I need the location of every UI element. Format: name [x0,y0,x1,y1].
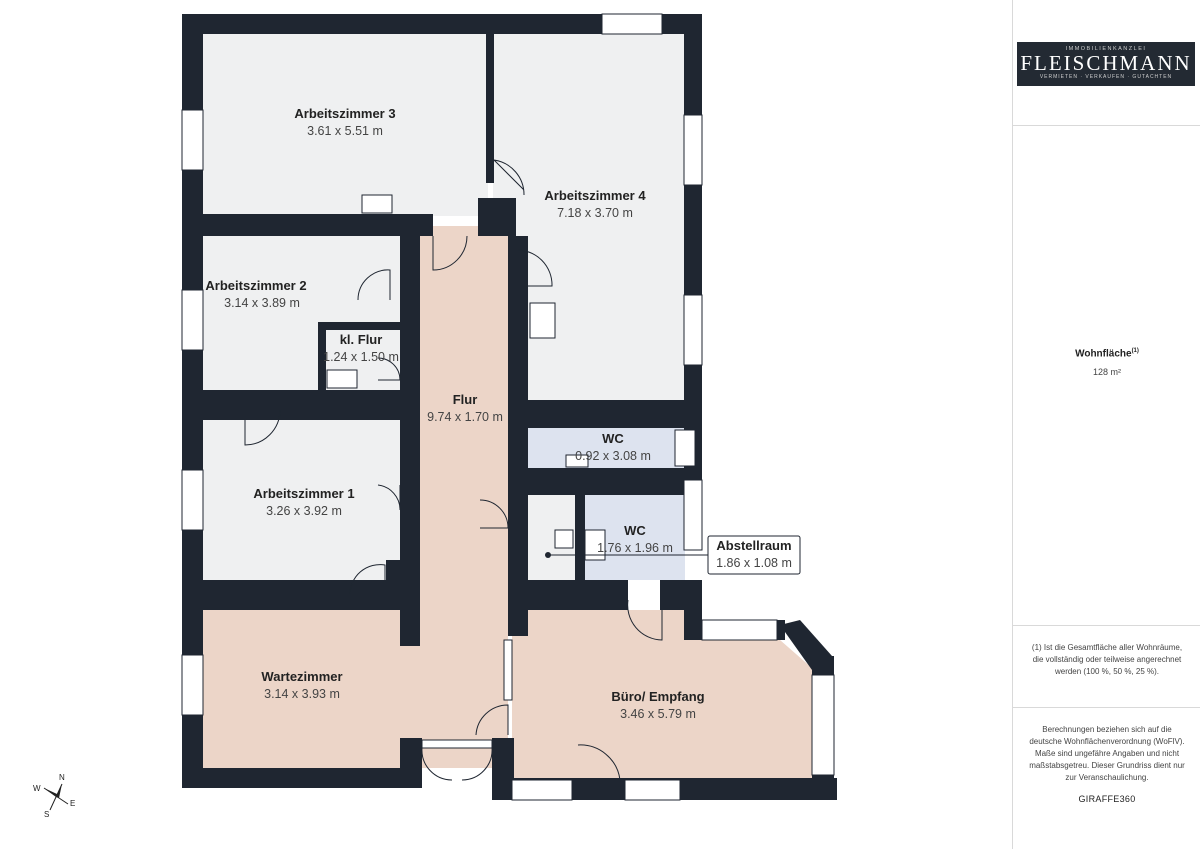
room-size-kl-flur: 1.24 x 1.50 m [323,350,399,364]
room-size-arbeitszimmer-4: 7.18 x 3.70 m [557,206,633,220]
sink [529,302,556,339]
company-logo: IMMOBILIENKANZLEI FLEISCHMANN VERMIETEN … [1017,42,1195,86]
sink-kl-flur [326,369,358,389]
room-name-arbeitszimmer-4: Arbeitszimmer 4 [544,188,646,203]
room-name-wc-1: WC [602,431,624,446]
room-size-wc-2: 1.76 x 1.96 m [597,541,673,555]
doors [244,159,663,781]
toilet-wc-1 [674,429,696,467]
room-size-arbeitszimmer-3: 3.61 x 5.51 m [307,124,383,138]
area-value: 128 m² [1092,367,1121,378]
floor-arbeitszimmer-3 [203,33,488,216]
compass-icon: N E S W [33,773,75,819]
logo-top-text: IMMOBILIENKANZLEI [1065,46,1147,52]
room-size-wartezimmer: 3.14 x 3.93 m [264,687,340,701]
disclaimer-section: Berechnungen beziehen sich auf die deuts… [1013,708,1200,849]
compass-n: N [59,773,65,782]
windows [181,13,835,801]
fixtures [326,194,696,561]
room-name-arbeitszimmer-3: Arbeitszimmer 3 [294,106,395,121]
room-name-abstellraum: Abstellraum [716,538,791,553]
floor-flur [420,226,508,646]
logo-main-text: FLEISCHMANN [1020,51,1192,75]
room-name-arbeitszimmer-2: Arbeitszimmer 2 [205,278,306,293]
compass-s: S [44,810,49,819]
compass-e: E [70,799,75,808]
sink-wc-2 [584,529,606,561]
area-footnote-mark: (1) [1131,348,1139,354]
room-size-arbeitszimmer-2: 3.14 x 3.89 m [224,296,300,310]
room-size-arbeitszimmer-1: 3.26 x 3.92 m [266,504,342,518]
brand-label: GIRAFFE360 [1078,794,1136,804]
room-labels: Arbeitszimmer 3 3.61 x 5.51 m Arbeitszim… [205,106,791,721]
logo-section: IMMOBILIENKANZLEI FLEISCHMANN VERMIETEN … [1013,0,1200,126]
floor-buero-empfang [512,610,812,780]
room-name-wartezimmer: Wartezimmer [261,669,342,684]
area-section: Wohnfläche(1) 128 m² [1013,126,1200,626]
room-size-abstellraum: 1.86 x 1.08 m [716,556,792,570]
sink-wc-1 [565,454,589,468]
radiator [361,194,393,214]
floor-arbeitszimmer-1 [203,420,400,580]
compass-w: W [33,784,41,793]
walls [182,14,837,800]
floor-plan: Arbeitszimmer 3 3.61 x 5.51 m Arbeitszim… [33,13,837,819]
floor-wc-1 [520,428,697,468]
room-name-flur: Flur [453,392,478,407]
sink-abstellraum [554,529,574,549]
abstellraum-leader [545,535,801,575]
room-name-wc-2: WC [624,523,646,538]
footnote-section: (1) Ist die Gesamtfläche aller Wohnräume… [1013,626,1200,708]
disclaimer-text: Berechnungen beziehen sich auf die deuts… [1029,725,1185,782]
sidebar: IMMOBILIENKANZLEI FLEISCHMANN VERMIETEN … [1012,0,1200,849]
room-size-flur: 9.74 x 1.70 m [427,410,503,424]
room-name-kl-flur: kl. Flur [340,332,383,347]
room-name-arbeitszimmer-1: Arbeitszimmer 1 [253,486,354,501]
footnote-text: (1) Ist die Gesamtfläche aller Wohnräume… [1031,643,1183,676]
room-name-buero-empfang: Büro/ Empfang [611,689,704,704]
floors [203,33,812,780]
area-label: Wohnfläche(1) [1075,348,1139,360]
room-size-buero-empfang: 3.46 x 5.79 m [620,707,696,721]
room-size-wc-1: 0.92 x 3.08 m [575,449,651,463]
logo-bottom-text: VERMIETEN · VERKAUFEN · GUTACHTEN [1039,74,1173,80]
